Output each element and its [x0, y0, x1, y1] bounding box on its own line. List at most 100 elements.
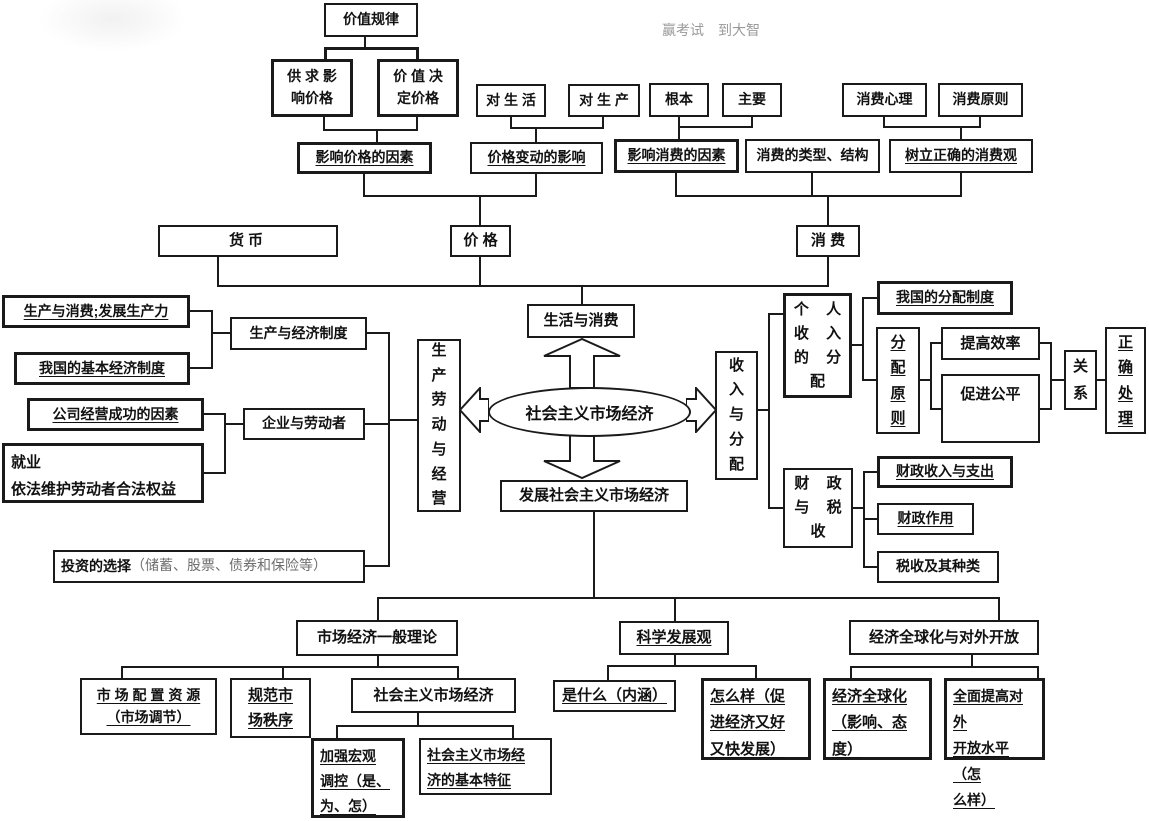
- node-scientific-development-outlook: 科学发展观: [619, 621, 729, 655]
- connector: [960, 173, 962, 197]
- connector: [960, 126, 962, 139]
- node-money: 货币: [158, 225, 338, 257]
- connector: [365, 565, 390, 567]
- connector: [811, 173, 813, 197]
- connector: [388, 332, 390, 567]
- connector: [377, 597, 379, 620]
- connector: [1040, 342, 1052, 344]
- connector: [479, 257, 481, 287]
- connector: [457, 666, 459, 678]
- connector: [971, 655, 973, 667]
- connector: [190, 367, 213, 369]
- connector: [979, 117, 981, 128]
- node-production-and-consumption: 生产与消费;发展生产力: [2, 295, 190, 328]
- connector: [930, 342, 932, 410]
- connector: [510, 117, 512, 129]
- node-price-change-effects: 价格变动的影响: [470, 142, 603, 174]
- node-fiscal-and-tax: 财 政 与 税 收: [783, 468, 853, 548]
- connector: [675, 195, 962, 197]
- connector: [204, 413, 226, 415]
- connector: [593, 512, 595, 598]
- node-consumption-types: 消费的类型、结构: [745, 139, 880, 173]
- node-macro-control: 加强宏观 调控（是、 为、怎）: [311, 738, 405, 818]
- connector: [863, 471, 879, 473]
- connector: [217, 257, 219, 287]
- up-arrow: [543, 338, 621, 388]
- connector: [365, 423, 390, 425]
- connector: [930, 408, 943, 410]
- connector: [217, 285, 829, 287]
- node-distribution-system: 我国的分配制度: [877, 281, 1013, 315]
- connector: [121, 666, 459, 668]
- connector: [282, 666, 284, 678]
- connector: [862, 297, 864, 381]
- connector: [768, 313, 770, 509]
- connector: [323, 129, 418, 131]
- connector: [607, 665, 609, 680]
- connector: [510, 127, 604, 129]
- node-basic-economic-system: 我国的基本经济制度: [14, 352, 190, 385]
- connector: [850, 666, 1039, 668]
- connector: [827, 195, 829, 225]
- node-handle-correctly: 正 确 处 理: [1105, 327, 1146, 434]
- connector: [863, 566, 879, 568]
- connector: [1050, 379, 1066, 381]
- connector: [602, 117, 604, 129]
- node-investment-choices: 投资的选择（储蓄、股票、债券和保险等）: [53, 550, 365, 583]
- connector: [364, 37, 366, 48]
- investment-label: 投资的选择: [61, 557, 131, 574]
- connector: [204, 472, 226, 474]
- connector: [377, 656, 379, 667]
- node-tax-types: 税收及其种类: [877, 551, 999, 583]
- node-fundamental: 根本: [649, 83, 709, 117]
- down-arrow: [543, 432, 621, 480]
- node-value-determines-price: 价 值 决 定价格: [377, 59, 459, 117]
- connector: [607, 665, 757, 667]
- investment-note: （储蓄、股票、债券和保险等）: [131, 558, 327, 574]
- connector: [363, 195, 537, 197]
- node-consumer-psychology: 消费心理: [842, 83, 927, 117]
- node-promote-fairness: 促进公平: [941, 374, 1040, 443]
- connector: [1050, 342, 1052, 410]
- node-market-economy-theory: 市场经济一般理论: [296, 620, 458, 656]
- node-correct-consumption-view: 树立正确的消费观: [889, 139, 1033, 173]
- node-supply-demand-affects-price: 供 求 影 响价格: [271, 59, 353, 117]
- connector: [376, 129, 378, 142]
- connector: [190, 310, 213, 312]
- node-enterprise-and-workers: 企业与劳动者: [243, 408, 365, 440]
- node-production-labor-management: 生 产 劳 动 与 经 营: [417, 339, 461, 512]
- connector: [324, 47, 419, 50]
- connector: [324, 47, 327, 61]
- connector: [367, 332, 390, 334]
- connector: [535, 174, 537, 197]
- node-globalization-and-opening: 经济全球化与对外开放: [849, 620, 1039, 655]
- connector: [224, 413, 226, 474]
- watermark: 赢考试 到大智: [662, 24, 760, 39]
- connector: [416, 47, 419, 61]
- connector: [998, 597, 1000, 620]
- node-life-and-consumption: 生活与消费: [527, 304, 635, 338]
- node-economic-globalization: 经济全球化 （影响、态 度）: [823, 678, 932, 760]
- node-fiscal-revenue-expenditure: 财政收入与支出: [877, 456, 1013, 488]
- connector: [388, 419, 417, 421]
- node-employment-rights: 就业 依法维护劳动者合法权益: [2, 443, 204, 503]
- connector: [883, 126, 981, 128]
- node-primary: 主要: [722, 83, 782, 117]
- connector: [853, 507, 865, 509]
- faded-logo-smudge: [38, 0, 188, 52]
- connector: [479, 195, 481, 225]
- connector: [758, 409, 770, 411]
- connector: [581, 285, 583, 304]
- connector: [1097, 379, 1107, 381]
- node-consumption-factors: 影响消费的因素: [614, 139, 739, 173]
- connector: [1040, 408, 1052, 410]
- connector: [211, 310, 213, 369]
- connector: [678, 126, 753, 128]
- connector: [920, 379, 932, 381]
- node-socialist-market-economy-center: 社会主义市场经济: [488, 387, 691, 437]
- connector: [863, 518, 879, 520]
- connector: [416, 117, 418, 131]
- connector: [930, 342, 943, 344]
- connector: [512, 725, 514, 738]
